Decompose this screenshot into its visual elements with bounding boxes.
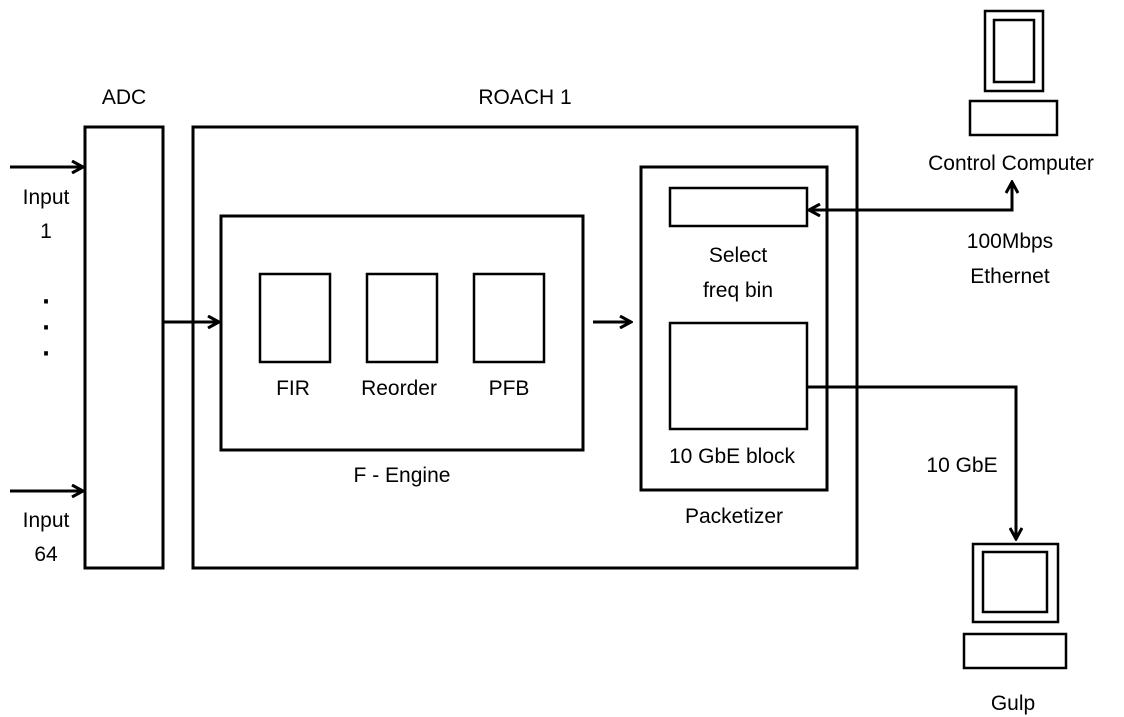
ellipsis-dot: · bbox=[39, 303, 52, 347]
f-engine-block: F - Engine FIR Reorder PFB bbox=[219, 214, 585, 487]
gbe-link bbox=[807, 385, 1016, 539]
input-64: Input 64 bbox=[10, 491, 83, 566]
input-64-label-line1: Input bbox=[23, 509, 70, 532]
select-label-line2: freq bin bbox=[703, 279, 773, 302]
input-1-label-line1: Input bbox=[23, 186, 70, 209]
input-64-label-line2: 64 bbox=[34, 543, 58, 566]
adc-block: ADC bbox=[83, 86, 165, 570]
select-label-line1: Select bbox=[709, 244, 768, 267]
reorder-block bbox=[365, 272, 439, 364]
ethernet-label-line2: Ethernet bbox=[970, 265, 1050, 288]
select-freq-bin-block bbox=[668, 186, 809, 228]
packetizer-block: Packetizer Select freq bin 10 GbE block bbox=[639, 165, 829, 528]
input-ellipsis: · · · bbox=[39, 277, 52, 373]
pfb-block bbox=[472, 272, 546, 364]
input-1-label-line2: 1 bbox=[40, 220, 52, 243]
computer-icon bbox=[968, 9, 1059, 137]
gbe-block-label: 10 GbE block bbox=[669, 445, 796, 468]
pfb-label: PFB bbox=[489, 377, 530, 400]
f-engine-title: F - Engine bbox=[354, 464, 451, 487]
roach-title: ROACH 1 bbox=[478, 86, 571, 109]
ellipsis-dot: · bbox=[39, 277, 52, 321]
reorder-label: Reorder bbox=[361, 377, 437, 400]
gbe-block bbox=[668, 321, 809, 431]
input-1: Input 1 bbox=[10, 167, 83, 243]
fir-block bbox=[258, 272, 332, 364]
ethernet-link bbox=[809, 182, 1012, 210]
fir-label: FIR bbox=[276, 377, 310, 400]
gbe-link-label: 10 GbE bbox=[926, 454, 997, 477]
computer-icon bbox=[962, 542, 1068, 670]
control-computer-label: Control Computer bbox=[928, 152, 1094, 175]
adc-title: ADC bbox=[102, 86, 146, 109]
ellipsis-dot: · bbox=[39, 329, 52, 373]
gulp-label: Gulp bbox=[991, 692, 1035, 715]
ethernet-label-line1: 100Mbps bbox=[967, 230, 1053, 253]
packetizer-title: Packetizer bbox=[685, 505, 783, 528]
